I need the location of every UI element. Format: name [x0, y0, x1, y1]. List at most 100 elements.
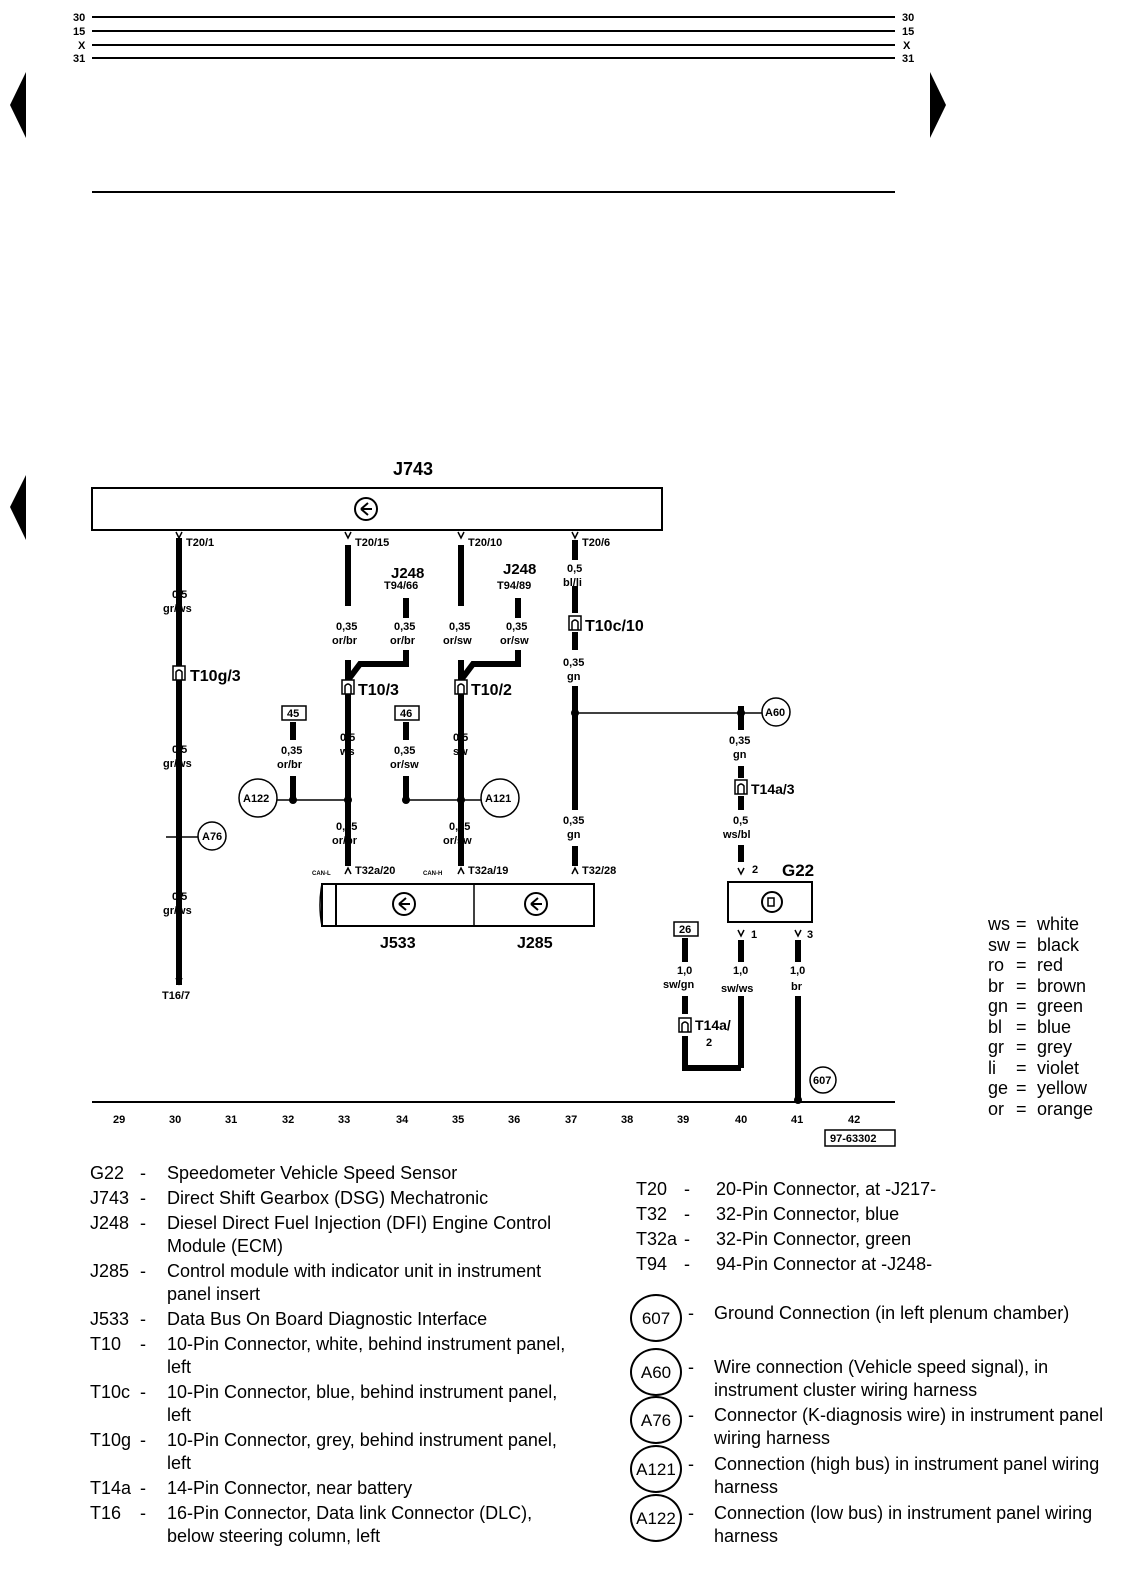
- legend-row: T14a-14-Pin Connector, near battery: [90, 1477, 570, 1500]
- legend-code: J743: [90, 1188, 130, 1208]
- ruler-number: 39: [677, 1114, 689, 1126]
- prev-section-arrow-icon[interactable]: [10, 475, 26, 540]
- wire-size: 0,35: [336, 821, 357, 833]
- legend-dash: -: [140, 1503, 146, 1523]
- ref-box-label: 45: [287, 708, 299, 720]
- a122-circle: [238, 778, 278, 818]
- ground-legend-row: A76-Connector (K-diagnosis wire) in inst…: [630, 1396, 1120, 1450]
- color-code: ge: [988, 1078, 1009, 1098]
- color-name: brown: [1032, 975, 1087, 996]
- color-legend-row: ro= red: [988, 955, 1093, 976]
- next-page-arrow-icon[interactable]: [930, 72, 946, 138]
- ecm-ref-label: J248: [391, 565, 424, 582]
- wire-size: 0,5: [733, 815, 748, 827]
- wire-color: ws: [339, 746, 355, 758]
- color-name: violet: [1032, 1057, 1080, 1078]
- wire-color: gn: [567, 671, 581, 683]
- wire-color: sw/ws: [721, 983, 753, 995]
- g22-pin: 1: [751, 929, 757, 941]
- legend-text: Diesel Direct Fuel Injection (DFI) Engin…: [167, 1213, 552, 1256]
- color-legend-row: ws= white: [988, 914, 1093, 935]
- legend-text: Connector (K-diagnosis wire) in instrume…: [714, 1405, 1104, 1448]
- legend-row: T10g-10-Pin Connector, grey, behind inst…: [90, 1429, 570, 1475]
- legend-text: 14-Pin Connector, near battery: [167, 1478, 413, 1498]
- color-code: ws: [988, 914, 1010, 934]
- color-code: or: [988, 1098, 1005, 1119]
- legend-text: Direct Shift Gearbox (DSG) Mechatronic: [167, 1188, 489, 1208]
- can-h-label: CAN-H: [423, 871, 442, 877]
- wire-size: 1,0: [790, 965, 805, 977]
- g22-label: G22: [782, 861, 814, 880]
- bus-x-right: X: [903, 40, 911, 52]
- figure-id-box: [824, 1129, 896, 1147]
- a122-label: A122: [243, 793, 269, 805]
- g22-sensor-icon: [761, 891, 783, 913]
- bus-30-right: 30: [902, 12, 914, 24]
- connector-label: T14a/: [695, 1017, 731, 1033]
- color-legend-row: ge= yellow: [988, 1078, 1093, 1099]
- ref-box-label: 46: [400, 708, 412, 720]
- legend-circle: A122: [630, 1494, 682, 1542]
- inline-connector-icons: [172, 615, 748, 1033]
- color-name: blue: [1032, 1016, 1072, 1037]
- j533-module-icon: [392, 892, 416, 916]
- color-legend-row: sw= black: [988, 935, 1093, 956]
- wire-color: or/br: [277, 759, 303, 771]
- ecm-ref-pin: T94/89: [497, 580, 531, 592]
- prev-page-arrow-icon[interactable]: [10, 72, 26, 138]
- legend-row: J533-Data Bus On Board Diagnostic Interf…: [90, 1308, 570, 1331]
- wire-size: 0,5: [340, 732, 355, 744]
- color-legend-row: gn= green: [988, 996, 1093, 1017]
- ruler-number: 35: [452, 1114, 464, 1126]
- legend-text: Ground Connection (in left plenum chambe…: [714, 1303, 1070, 1323]
- legend-dash: -: [140, 1430, 146, 1450]
- ref-box-label: 26: [679, 924, 691, 936]
- color-legend-row: li= violet: [988, 1058, 1093, 1079]
- pin-t32a-19: T32a/19: [468, 865, 508, 877]
- equals-sign: =: [1016, 1037, 1027, 1057]
- legend-circle: 607: [630, 1294, 682, 1342]
- pin-t20-6: T20/6: [582, 537, 610, 549]
- wire-size: 0,35: [394, 621, 415, 633]
- legend-text: 94-Pin Connector at -J248-: [716, 1254, 933, 1274]
- color-code: gn: [988, 996, 1009, 1016]
- wire-color: gn: [733, 749, 747, 761]
- legend-dash: -: [688, 1503, 694, 1523]
- legend-code: J248: [90, 1213, 130, 1233]
- connector-label: T10g/3: [190, 668, 241, 685]
- equals-sign: =: [1016, 934, 1027, 955]
- ruler-number: 30: [169, 1114, 181, 1126]
- ref-box: [281, 705, 307, 721]
- ref-box: [673, 921, 699, 937]
- ruler-number: 37: [565, 1114, 577, 1126]
- connector-label: T14a/3: [751, 781, 795, 797]
- color-name: orange: [1032, 1098, 1094, 1119]
- g22-pin: 3: [807, 929, 813, 941]
- color-legend-row: bl= blue: [988, 1017, 1093, 1038]
- j285-label: J285: [517, 935, 553, 952]
- wire-color: gr/ws: [163, 603, 192, 615]
- wire-size: 0,35: [506, 621, 527, 633]
- ground-legend-row: A121-Connection (high bus) in instrument…: [630, 1445, 1120, 1499]
- a60-label: A60: [765, 707, 785, 719]
- legend-dash: -: [688, 1357, 694, 1377]
- legend-text: 20-Pin Connector, at -J217-: [716, 1179, 937, 1199]
- equals-sign: =: [1016, 1057, 1027, 1078]
- bus-30-left: 30: [73, 12, 85, 24]
- legend-code: T94: [636, 1254, 668, 1274]
- wire-color: ws/bl: [722, 829, 751, 841]
- color-name: green: [1032, 996, 1084, 1016]
- legend-text: 16-Pin Connector, Data link Connector (D…: [167, 1503, 533, 1546]
- bus-31-left: 31: [73, 53, 85, 65]
- bus-15-left: 15: [73, 26, 85, 38]
- ground-legend-row: A122-Connection (low bus) in instrument …: [630, 1494, 1120, 1548]
- color-code: bl: [988, 1016, 1003, 1037]
- ground-legend-row: 607-Ground Connection (in left plenum ch…: [630, 1294, 1120, 1342]
- j285-module-icon: [524, 892, 548, 916]
- wire-color: gn: [567, 829, 581, 841]
- legend-text: 10-Pin Connector, white, behind instrume…: [167, 1334, 566, 1377]
- legend-row: J248-Diesel Direct Fuel Injection (DFI) …: [90, 1212, 570, 1258]
- ecm-ref-pin: T94/66: [384, 580, 418, 592]
- equals-sign: =: [1016, 914, 1027, 934]
- supply-bus: [92, 16, 895, 59]
